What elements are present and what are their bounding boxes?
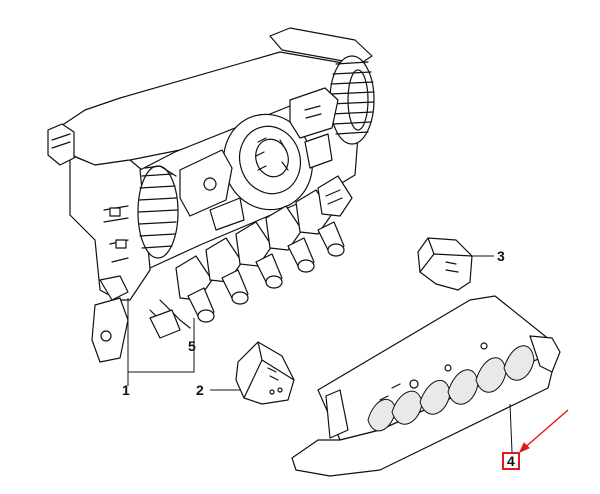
highlight-arrow <box>519 409 569 453</box>
callout-5: 5 <box>188 338 196 354</box>
callout-2: 2 <box>196 382 204 398</box>
right-dial-wheel <box>329 55 375 145</box>
callout-1: 1 <box>122 382 130 398</box>
panel-buttons <box>179 87 339 231</box>
leader-lines <box>127 255 513 453</box>
knob-row <box>149 175 353 339</box>
left-dial-wheel <box>137 165 179 259</box>
part-2-button-cap <box>235 341 295 405</box>
callout-4: 4 <box>502 452 520 470</box>
callout-3: 3 <box>497 248 505 264</box>
part-4-trim-bezel <box>291 295 561 477</box>
part-3-button-cap <box>417 237 473 291</box>
